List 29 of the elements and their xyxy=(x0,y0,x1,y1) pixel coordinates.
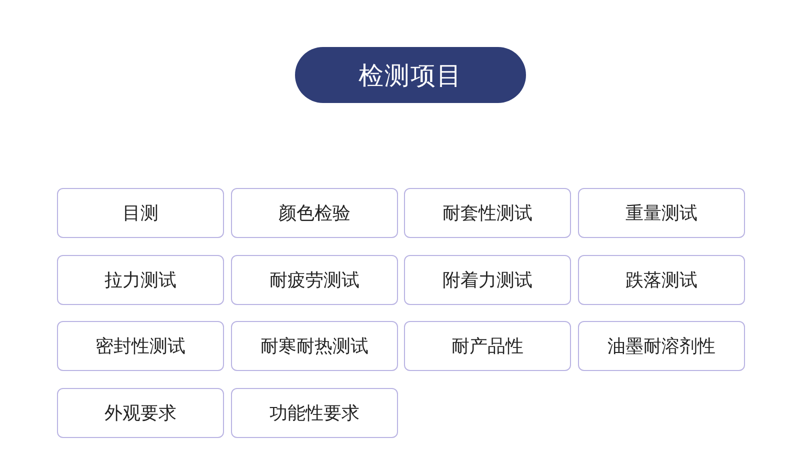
item-label: 跌落测试 xyxy=(626,269,698,292)
test-item-box xyxy=(57,388,224,438)
item-label: 外观要求 xyxy=(104,402,176,425)
item-label: 功能性要求 xyxy=(270,402,360,425)
item-label: 密封性测试 xyxy=(96,335,186,358)
item-label: 拉力测试 xyxy=(104,269,176,292)
test-item-box xyxy=(404,188,571,238)
item-label: 耐疲劳测试 xyxy=(270,269,360,292)
item-label: 耐套性测试 xyxy=(442,202,532,225)
test-item-box xyxy=(578,188,745,238)
test-item-box xyxy=(231,255,398,305)
test-item-box xyxy=(57,255,224,305)
test-item-box xyxy=(231,321,398,371)
item-label: 耐寒耐热测试 xyxy=(260,335,368,358)
test-item-box xyxy=(404,321,571,371)
item-label: 油墨耐溶剂性 xyxy=(608,335,716,358)
test-item-box xyxy=(231,388,398,438)
item-label: 耐产品性 xyxy=(452,335,524,358)
title-pill: 检测项目 xyxy=(295,47,526,103)
test-item-box xyxy=(57,321,224,371)
item-label: 颜色检验 xyxy=(278,202,350,225)
item-label: 重量测试 xyxy=(626,202,698,225)
test-item-box xyxy=(578,321,745,371)
test-item-box xyxy=(57,188,224,238)
test-item-box xyxy=(578,255,745,305)
item-label: 目测 xyxy=(122,202,158,225)
test-item-box xyxy=(404,255,571,305)
item-label: 附着力测试 xyxy=(442,269,532,292)
test-item-box xyxy=(231,188,398,238)
